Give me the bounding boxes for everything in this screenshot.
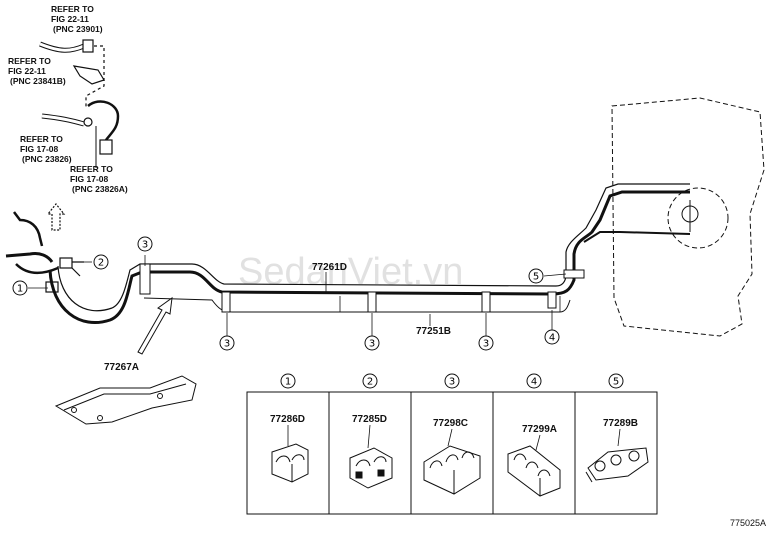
legend-callout-3: 3: [444, 373, 460, 389]
watermark: SedanViet.vn: [238, 251, 463, 293]
callout-3d: 3: [478, 335, 494, 351]
clamp-icon-2: [349, 447, 393, 489]
callout-3b: 3: [219, 335, 235, 351]
figure-code: 775025A: [730, 518, 766, 528]
ref3-line1: REFER TO: [20, 134, 63, 144]
bracket-arrow: [137, 296, 173, 355]
callout-5: 5: [528, 268, 544, 284]
svg-text:5: 5: [533, 272, 539, 283]
svg-text:3: 3: [224, 339, 230, 350]
svg-text:2: 2: [367, 377, 373, 388]
legend-part-5: 77289B: [603, 418, 638, 429]
bracket-77267A: [54, 375, 197, 425]
ref2-line2: FIG 22-11: [8, 66, 46, 76]
svg-text:3: 3: [449, 377, 455, 388]
callout-1: 1: [12, 280, 28, 296]
callout-3c: 3: [364, 335, 380, 351]
ref2-line1: REFER TO: [8, 56, 51, 66]
ref4-line2: FIG 17-08: [70, 174, 109, 184]
fuel-tank: [611, 97, 765, 337]
legend-part-1: 77286D: [270, 414, 305, 425]
ref1-line2: FIG 22-11: [51, 14, 89, 24]
clamp-icon-5: [585, 447, 649, 483]
svg-text:5: 5: [613, 377, 619, 388]
callout-3a: 3: [137, 236, 153, 252]
ref3-line2: FIG 17-08: [20, 144, 59, 154]
label-77267A: 77267A: [104, 362, 139, 373]
legend-part-4: 77299A: [522, 424, 557, 435]
svg-text:4: 4: [549, 333, 555, 344]
line-clamps: [139, 263, 585, 313]
svg-text:3: 3: [369, 339, 375, 350]
ref4-line3: (PNC 23826A): [72, 184, 128, 194]
clamp-legend: 1 2 3 4 5 77286D 77285D 77298C 77299A 77…: [246, 373, 658, 515]
legend-part-3: 77298C: [433, 418, 468, 429]
ref3-line3: (PNC 23826): [22, 154, 72, 164]
ref2-line3: (PNC 23841B): [10, 76, 66, 86]
legend-callout-4: 4: [526, 373, 542, 389]
svg-text:3: 3: [483, 339, 489, 350]
clamp-icon-1: [271, 443, 309, 483]
legend-callout-5: 5: [608, 373, 624, 389]
label-77261D: 77261D: [312, 262, 347, 273]
svg-text:1: 1: [17, 284, 23, 295]
diagram-callouts: 1 2 3 3 3 3 4 5: [12, 236, 560, 351]
ref1-line1: REFER TO: [51, 4, 94, 14]
svg-text:1: 1: [285, 377, 291, 388]
callout-2: 2: [93, 254, 109, 270]
svg-text:3: 3: [142, 240, 148, 251]
legend-part-2: 77285D: [352, 414, 387, 425]
callout-4: 4: [544, 329, 560, 345]
legend-callout-1: 1: [280, 373, 296, 389]
clamp-icon-3: [423, 445, 481, 495]
leader-lines: [28, 255, 567, 336]
ref1-line3: (PNC 23901): [53, 24, 103, 34]
svg-text:4: 4: [531, 377, 537, 388]
legend-callout-2: 2: [362, 373, 378, 389]
label-77251B: 77251B: [416, 326, 451, 337]
reference-parts: [5, 39, 120, 293]
clamp-icon-4: [507, 445, 561, 497]
svg-text:2: 2: [98, 258, 104, 269]
ref4-line1: REFER TO: [70, 164, 113, 174]
fuel-pump-fitting: [681, 200, 699, 232]
fuel-lines: [48, 183, 691, 325]
